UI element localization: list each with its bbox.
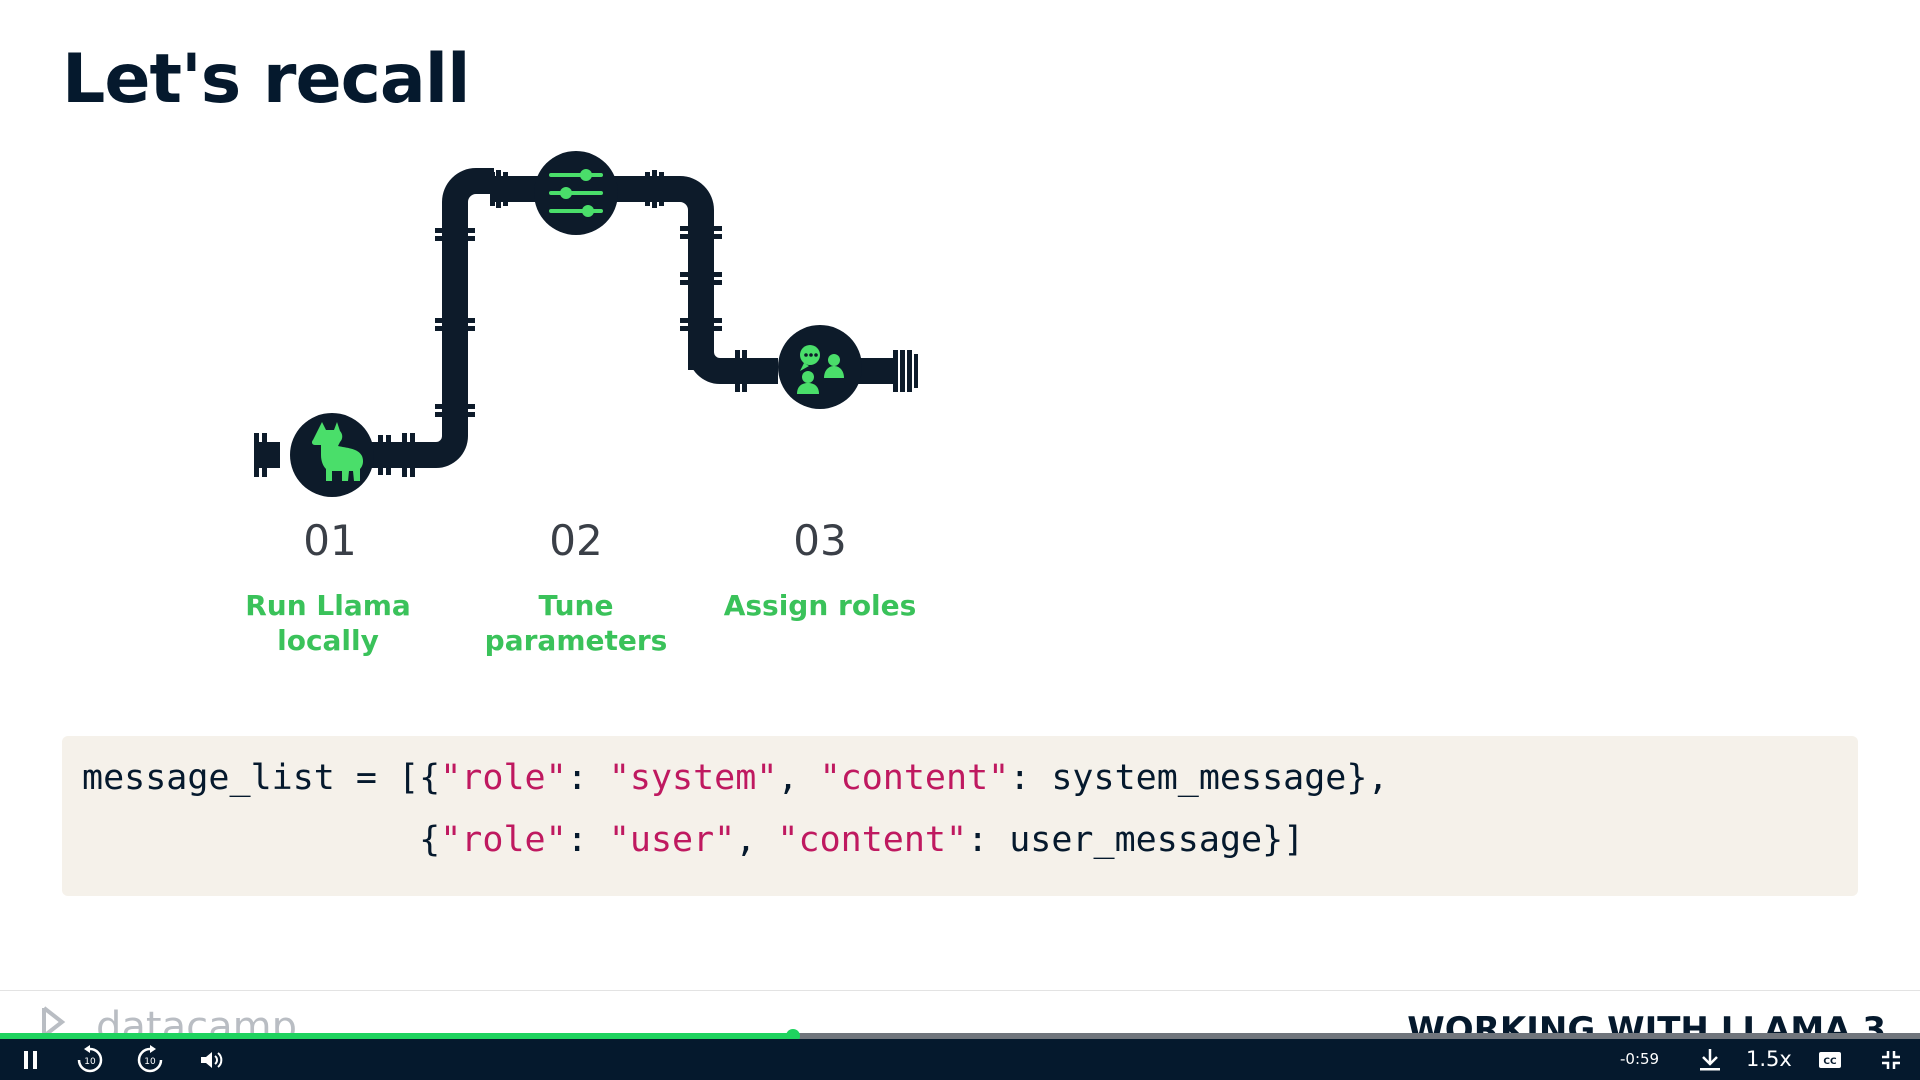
forward-icon: 10 bbox=[137, 1044, 163, 1072]
step2-number: 02 bbox=[549, 516, 603, 565]
code-string: "content" bbox=[819, 758, 1010, 798]
exit-fullscreen-icon bbox=[1882, 1050, 1900, 1069]
rewind-seconds: 10 bbox=[84, 1057, 96, 1067]
slide: Let's recall bbox=[0, 40, 1920, 1036]
pipeline-diagram bbox=[254, 151, 918, 497]
step1-node bbox=[290, 413, 374, 497]
progress-fill bbox=[0, 1033, 793, 1039]
rewind-10-button[interactable]: 10 bbox=[72, 1039, 108, 1080]
code-text: , bbox=[735, 820, 778, 860]
svg-text:CC: CC bbox=[1823, 1057, 1837, 1067]
rewind-icon: 10 bbox=[77, 1044, 103, 1072]
code-string: "system" bbox=[608, 758, 778, 798]
code-line-2: {"role": "user", "content": user_message… bbox=[82, 820, 1304, 860]
chat-users-icon bbox=[797, 345, 844, 394]
player-controls: 10 10 -0:59 1.5x CC bbox=[0, 1039, 1920, 1080]
playback-speed-button[interactable]: 1.5x bbox=[1746, 1047, 1792, 1071]
code-string: "user" bbox=[608, 820, 736, 860]
step2-label: Tune parameters bbox=[456, 588, 696, 658]
pause-icon bbox=[24, 1050, 37, 1069]
time-remaining: -0:59 bbox=[1620, 1050, 1660, 1068]
step1-label-line1: Run Llama bbox=[245, 589, 411, 622]
step1-number: 01 bbox=[303, 516, 357, 565]
code-text: : user_message}] bbox=[967, 820, 1305, 860]
code-string: "role" bbox=[440, 758, 567, 798]
captions-icon: CC bbox=[1819, 1051, 1841, 1068]
volume-icon bbox=[201, 1051, 223, 1068]
code-text: : system_message}, bbox=[1009, 758, 1389, 798]
step1-label: Run Llama locally bbox=[208, 588, 448, 658]
code-block: message_list = [{"role": "system", "cont… bbox=[62, 736, 1858, 896]
llama-icon bbox=[311, 422, 364, 481]
exit-fullscreen-button[interactable] bbox=[1876, 1039, 1906, 1080]
code-text: message_list = [{ bbox=[82, 758, 441, 798]
datacamp-logo: datacamp bbox=[42, 1004, 297, 1036]
code-text: , bbox=[777, 758, 820, 798]
code-line-1: message_list = [{"role": "system", "cont… bbox=[82, 758, 1389, 798]
download-icon bbox=[1700, 1048, 1720, 1070]
step3-label: Assign roles bbox=[700, 588, 940, 623]
step2-label-line2: parameters bbox=[484, 624, 668, 657]
sliders-icon bbox=[549, 169, 603, 217]
forward-seconds: 10 bbox=[144, 1057, 156, 1067]
footer-divider bbox=[0, 990, 1920, 991]
volume-button[interactable] bbox=[196, 1039, 226, 1080]
captions-button[interactable]: CC bbox=[1814, 1039, 1846, 1080]
code-text: : bbox=[566, 820, 609, 860]
code-string: "content" bbox=[777, 820, 968, 860]
step2-label-line1: Tune bbox=[538, 589, 614, 622]
code-text: { bbox=[82, 820, 441, 860]
step3-node bbox=[778, 325, 862, 409]
step3-label-line1: Assign roles bbox=[723, 589, 917, 622]
brand-name: datacamp bbox=[96, 1004, 297, 1036]
forward-10-button[interactable]: 10 bbox=[132, 1039, 168, 1080]
pause-button[interactable] bbox=[18, 1039, 44, 1080]
step3-number: 03 bbox=[793, 516, 847, 565]
course-title: WORKING WITH LLAMA 3 bbox=[1407, 1010, 1886, 1036]
code-text: : bbox=[566, 758, 609, 798]
slide-title: Let's recall bbox=[62, 40, 470, 119]
download-button[interactable] bbox=[1694, 1039, 1726, 1080]
step2-node bbox=[534, 151, 618, 235]
step1-label-line2: locally bbox=[277, 624, 379, 657]
code-string: "role" bbox=[440, 820, 567, 860]
